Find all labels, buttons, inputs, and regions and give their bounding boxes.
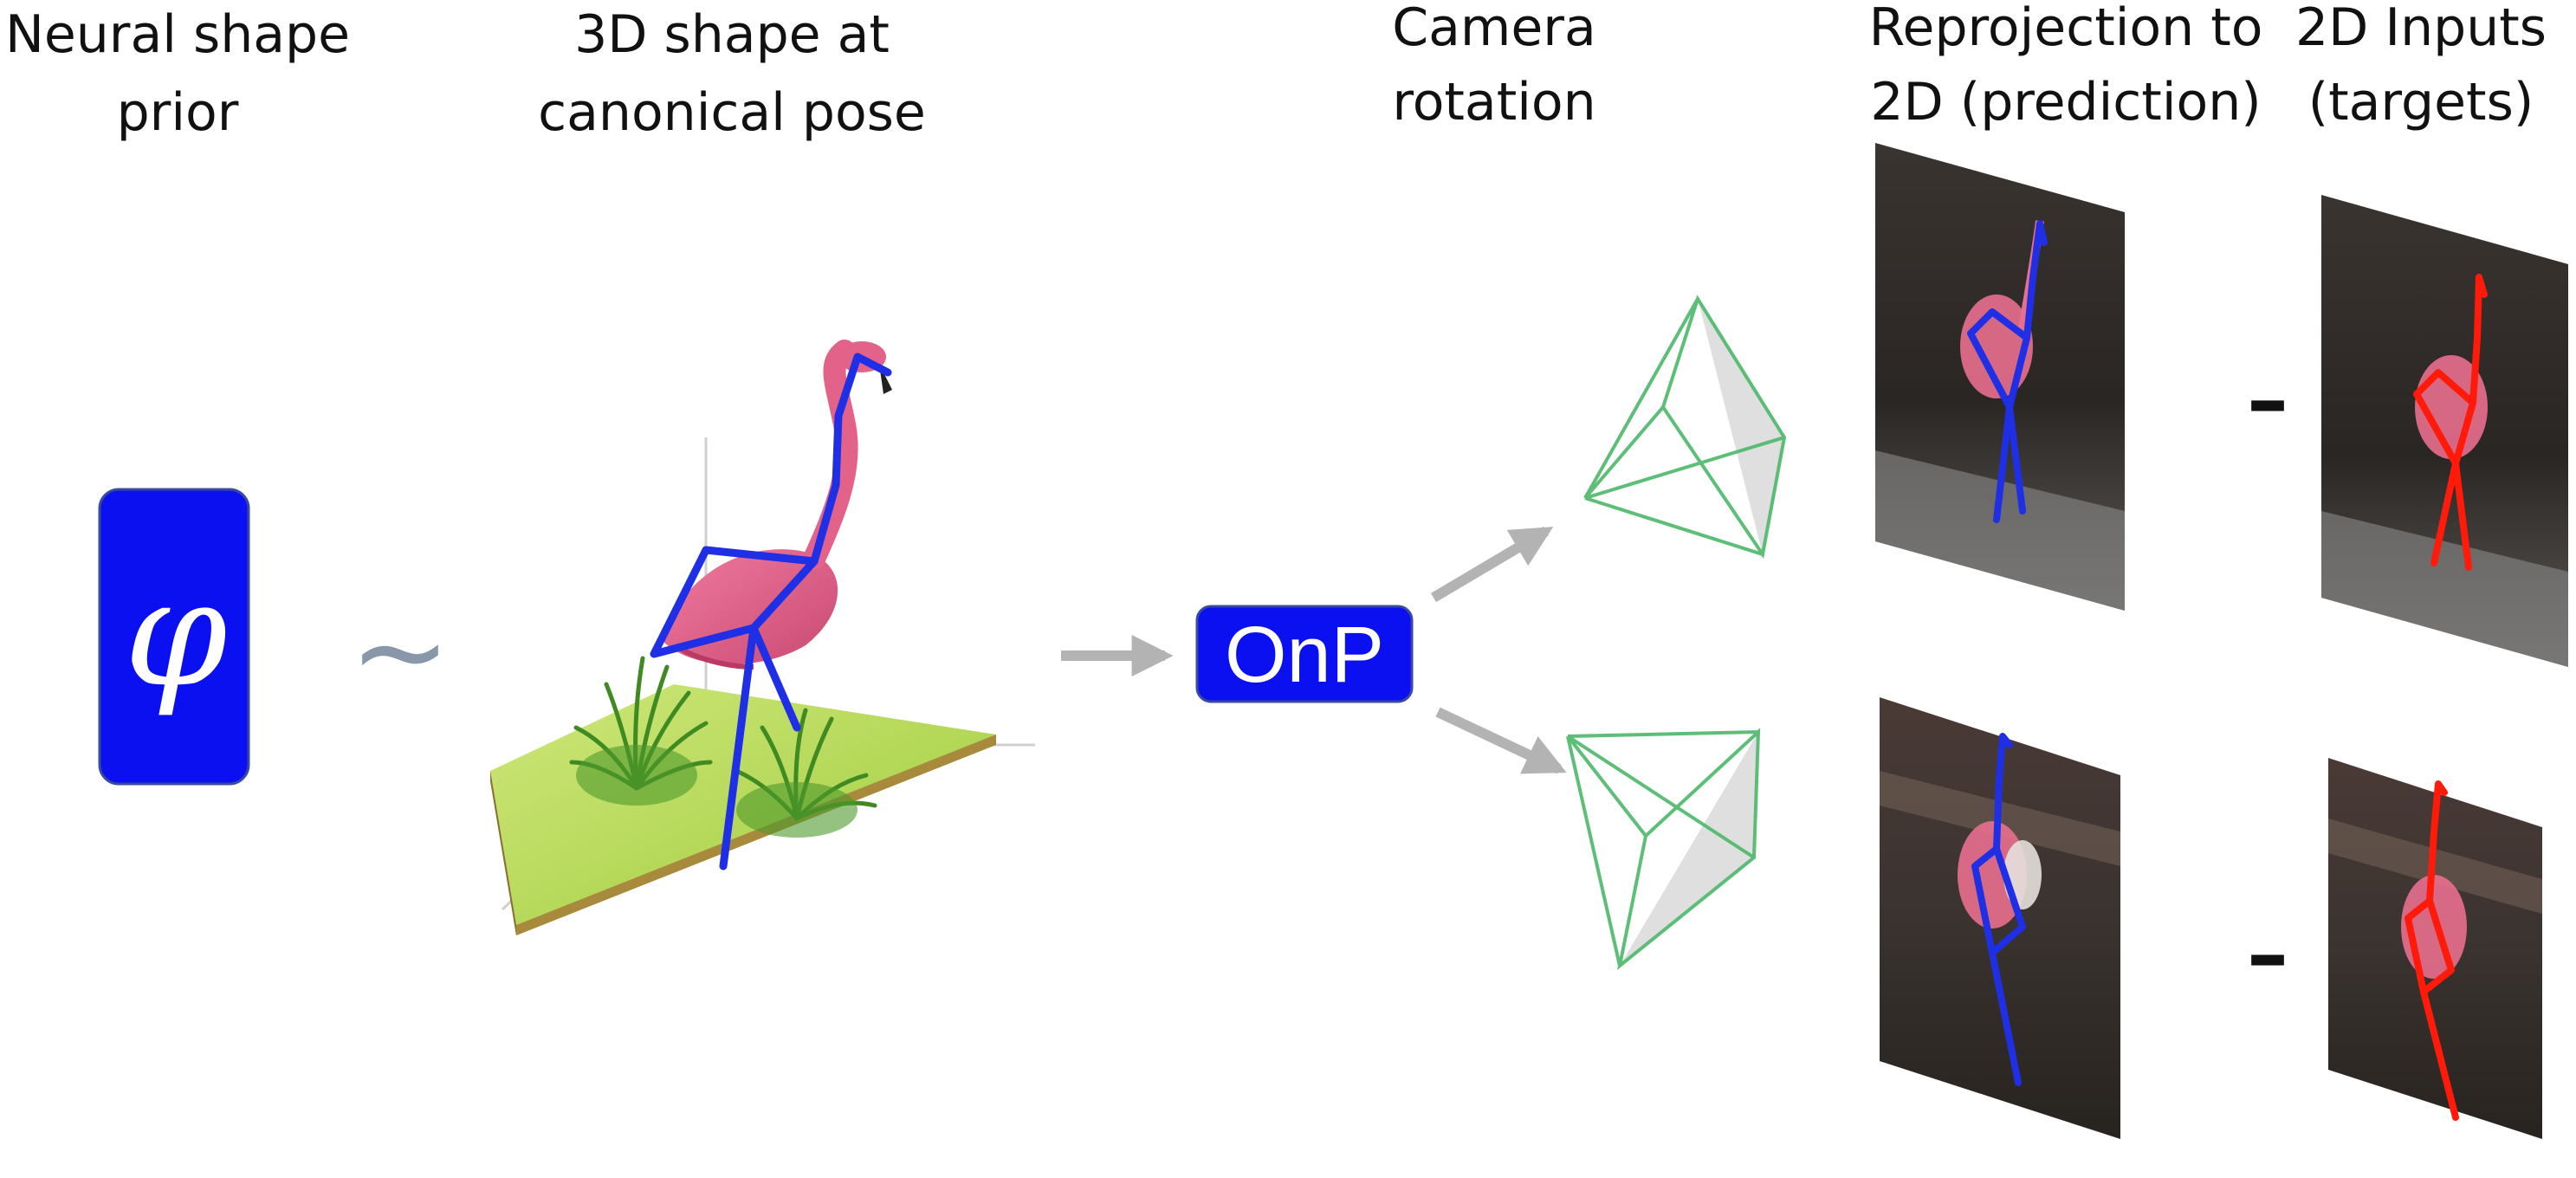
flamingo-photo xyxy=(2321,195,2568,667)
arrow-onp-to-camera-top xyxy=(1430,526,1554,603)
prediction-skeleton xyxy=(1967,220,2048,523)
neural-prior-box: φ xyxy=(98,488,250,786)
header-prior-line2: prior xyxy=(117,82,239,143)
header-camera-rotation: Camera rotation xyxy=(1392,0,1595,133)
minus-symbol-top: – xyxy=(2247,352,2288,449)
header-2d-inputs: 2D Inputs (targets) xyxy=(2295,0,2547,133)
header-inputs-line1: 2D Inputs xyxy=(2295,0,2547,58)
header-camera-line1: Camera xyxy=(1392,0,1595,58)
header-neural-shape-prior: Neural shape prior xyxy=(5,4,350,143)
flamingo-3d-model xyxy=(663,340,892,670)
tilde-symbol: ~ xyxy=(349,581,450,722)
camera-frustum-icon xyxy=(1583,294,1787,560)
onp-box: OnP xyxy=(1195,605,1414,703)
header-shape-line2: canonical pose xyxy=(538,82,926,143)
header-reprojection: Reprojection to 2D (prediction) xyxy=(1869,0,2263,133)
grass-clump-right-base xyxy=(736,782,858,838)
grass-clump-left-base xyxy=(576,745,697,806)
arrow-onp-to-camera-bottom xyxy=(1435,707,1567,774)
onp-label: OnP xyxy=(1225,611,1384,699)
target-skeleton xyxy=(2413,274,2488,571)
header-reprojection-line2: 2D (prediction) xyxy=(1870,72,2261,133)
camera-frustum-icon xyxy=(1566,728,1761,971)
target-skeleton xyxy=(2404,780,2459,1121)
header-shape-line1: 3D shape at xyxy=(574,4,890,65)
header-camera-line2: rotation xyxy=(1392,72,1595,133)
header-reprojection-line1: Reprojection to xyxy=(1869,0,2263,58)
flamingo-photo xyxy=(1875,143,2125,611)
header-prior-line1: Neural shape xyxy=(5,4,350,65)
phi-symbol: φ xyxy=(124,548,227,720)
header-3d-shape: 3D shape at canonical pose xyxy=(538,4,926,143)
flamingo-skeleton xyxy=(650,353,892,871)
header-inputs-line2: (targets) xyxy=(2308,72,2534,133)
minus-symbol-bottom: – xyxy=(2247,906,2288,1003)
prediction-skeleton xyxy=(1971,733,2026,1086)
